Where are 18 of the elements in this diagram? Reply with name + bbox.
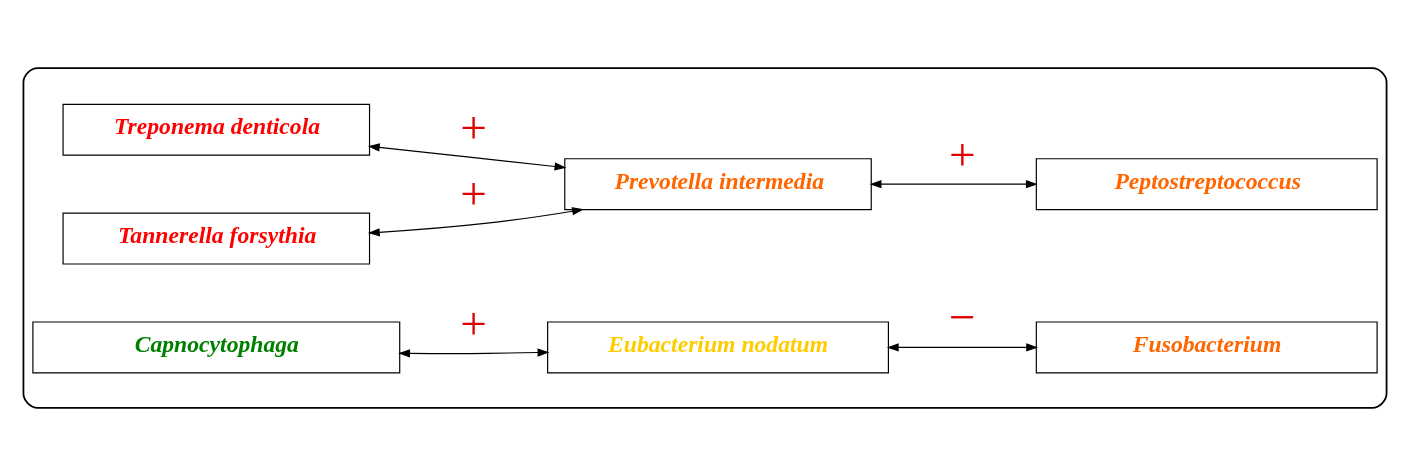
node-box: Fusobacterium — [1035, 320, 1378, 373]
node-box: Eubacterium nodatum — [547, 320, 889, 373]
arrow — [869, 179, 1038, 188]
node-box: Treponema denticola — [62, 103, 371, 156]
arrow — [398, 347, 550, 357]
edge-label: + — [949, 127, 976, 180]
edge-label: + — [460, 100, 488, 153]
arrow — [367, 142, 567, 171]
cluster — [22, 66, 1388, 409]
edge-label: + — [460, 166, 488, 219]
edge-label: + — [460, 296, 488, 349]
node-box: Peptostreptococcus — [1035, 157, 1378, 210]
node-box: Capnocytophaga — [32, 320, 401, 373]
arrow — [367, 206, 584, 236]
node-box: Tannerella forsythia — [62, 212, 371, 265]
arrow — [886, 342, 1039, 352]
edge-label: − — [949, 290, 976, 343]
node-box: Prevotella intermedia — [564, 157, 872, 210]
